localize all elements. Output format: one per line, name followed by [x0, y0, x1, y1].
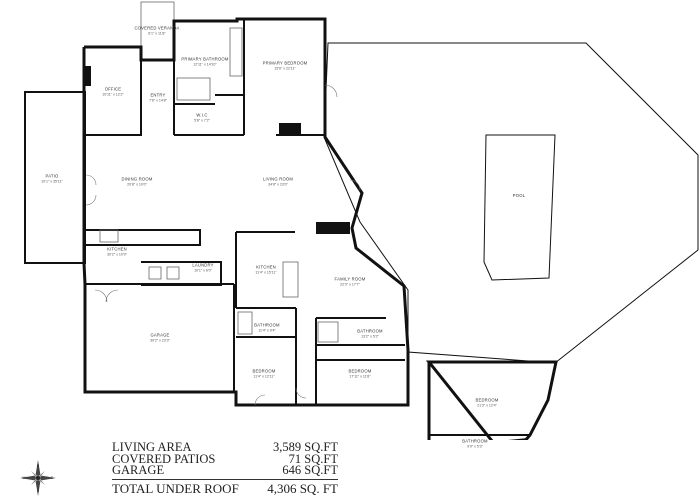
room-label-bedroom-guest: BEDROOM 21'3" x 12'4" [475, 397, 499, 408]
room-label-garage: GARAGE 30'2" x 23'3" [150, 332, 170, 343]
pool-shape [483, 134, 556, 281]
summary-row-total: TOTAL UNDER ROOF 4,306 SQ. FT [112, 480, 338, 496]
compass-east-label: E [51, 476, 54, 480]
kitchen-walls [84, 229, 201, 246]
room-label-primary-bedroom: PRIMARY BEDROOM 15'6" x 22'11" [262, 60, 308, 71]
room-label-patio: PATIO 10'1" x 35'11" [41, 173, 63, 184]
kitchen-counter [99, 229, 119, 243]
dryer [166, 266, 180, 280]
room-label-laundry: LAUNDRY 10'1" x 6'0" [192, 262, 214, 273]
door-arc [295, 387, 307, 399]
guest-suite-outer [427, 362, 431, 440]
room-label-bedroom-left: BEDROOM 11'4" x 12'11" [252, 368, 276, 379]
house-exterior-wall [82, 17, 410, 407]
vanity [229, 27, 243, 77]
room-label-covered-veranda: COVERED VERANDA 6'1" x 11'8" [134, 25, 180, 36]
room-label-pool: POOL [512, 193, 526, 199]
door-arc [85, 174, 97, 186]
room-label-family-room: FAMILY ROOM 22'3" x 17'7" [334, 276, 366, 287]
compass-south-label: S [37, 489, 40, 493]
room-label-dining-room: DINING ROOM 20'8" x 10'0" [121, 176, 153, 187]
door-arc [324, 84, 338, 98]
room-label-living-room: LIVING ROOM 34'8" x 23'0" [262, 176, 294, 187]
door-arc [349, 179, 361, 191]
room-label-bathroom-guest: BATHROOM 9'9" x 5'3" [462, 438, 488, 449]
kitchen-island [282, 261, 299, 298]
room-label-wic: W.I.C 5'8" x 7'2" [194, 112, 210, 123]
door-arc [254, 394, 266, 406]
compass-west-label: W [22, 476, 26, 480]
guest-bath-corner [508, 438, 528, 440]
area-summary: LIVING AREA 3,589 SQ.FT COVERED PATIOS 7… [112, 440, 338, 496]
pool-deck-outline [323, 42, 699, 364]
door-arc [105, 289, 119, 303]
office-fireplace [85, 66, 91, 86]
summary-row-covered-patios: COVERED PATIOS 71 SQ.FT [112, 451, 338, 466]
compass-rose-icon: N E S W [20, 460, 56, 496]
door-arc [85, 194, 97, 206]
bathtub [176, 77, 211, 101]
room-label-bathroom-center: BATHROOM 11'4" x 9'4" [254, 322, 280, 333]
room-label-entry: ENTRY 7'6" x 14'8" [149, 92, 167, 103]
bath-center-tub [237, 311, 253, 335]
room-label-office: OFFICE 10'11" x 12'2" [102, 86, 124, 97]
room-label-primary-bathroom: PRIMARY BATHROOM 12'11" x 14'10" [181, 56, 229, 67]
bedroom-fireplace [279, 123, 301, 135]
summary-row-living-area: LIVING AREA 3,589 SQ.FT [112, 440, 338, 454]
family-fireplace [316, 222, 350, 234]
guest-suite-walls [425, 360, 558, 440]
washer [148, 266, 162, 280]
room-label-bathroom-right: BATHROOM 13'2" x 5'2" [357, 328, 383, 339]
room-label-bedroom-mid: BEDROOM 17'11" x 11'8" [348, 368, 372, 379]
door-arc [94, 289, 108, 303]
floor-plan-drawing [24, 1, 699, 440]
bath-right-tub [317, 321, 339, 343]
compass-north-label: N [37, 464, 40, 468]
room-label-kitchen-left: KITCHEN 30'2" x 10'9" [107, 246, 127, 257]
summary-row-garage: GARAGE 646 SQ.FT [112, 463, 338, 477]
summary-divider [112, 478, 338, 480]
room-label-kitchen-center: KITCHEN 11'4" x 15'11" [255, 264, 277, 275]
